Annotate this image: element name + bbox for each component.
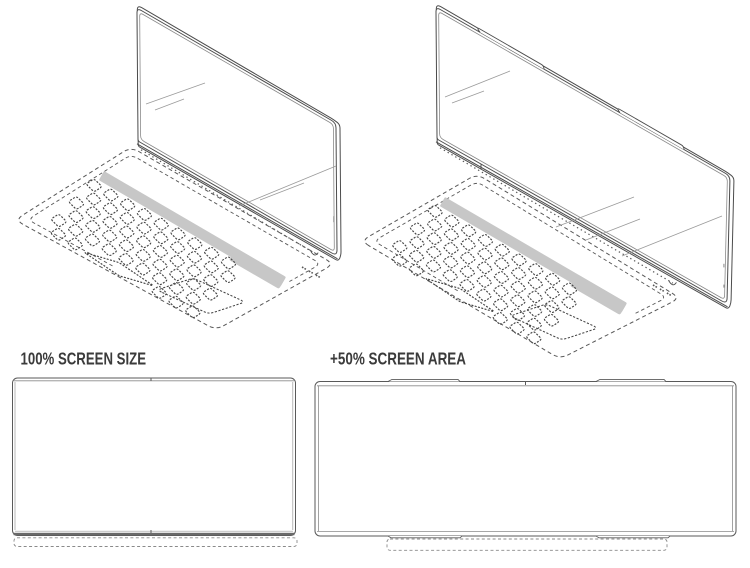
svg-text:+50% SCREEN AREA: +50% SCREEN AREA	[330, 349, 466, 369]
svg-text:100% SCREEN SIZE: 100% SCREEN SIZE	[21, 349, 147, 369]
